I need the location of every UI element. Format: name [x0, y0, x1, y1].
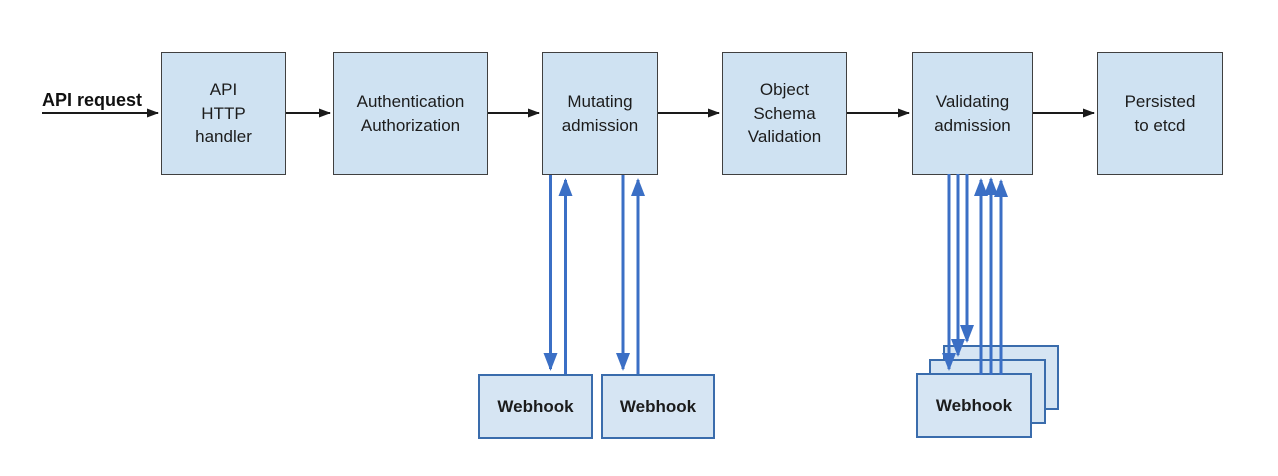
node-api-http-handler-label: API HTTP handler [195, 79, 252, 147]
validating-webhook-box-front: Webhook [916, 373, 1032, 438]
node-mutating-admission: Mutating admission [542, 52, 658, 175]
node-authentication-authorization: Authentication Authorization [333, 52, 488, 175]
mutating-webhook-box-2: Webhook [601, 374, 715, 439]
node-authentication-authorization-label: Authentication Authorization [356, 91, 465, 135]
node-validating-admission: Validating admission [912, 52, 1033, 175]
node-object-schema-validation-label: Object Schema Validation [747, 79, 822, 147]
api-request-label: API request [42, 90, 143, 110]
validating-webhook-front-label: Webhook [935, 395, 1013, 415]
mutating-webhook-2-label: Webhook [619, 396, 697, 416]
mutating-webhook-1-label: Webhook [497, 396, 574, 416]
node-object-schema-validation: Object Schema Validation [722, 52, 847, 175]
mutating-webhook-box-1: Webhook [478, 374, 593, 439]
node-mutating-admission-label: Mutating admission [561, 91, 639, 135]
node-persisted-to-etcd-label: Persisted to etcd [1124, 91, 1196, 135]
node-validating-admission-label: Validating admission [934, 91, 1011, 135]
node-persisted-to-etcd: Persisted to etcd [1097, 52, 1223, 175]
node-api-http-handler: API HTTP handler [161, 52, 286, 175]
